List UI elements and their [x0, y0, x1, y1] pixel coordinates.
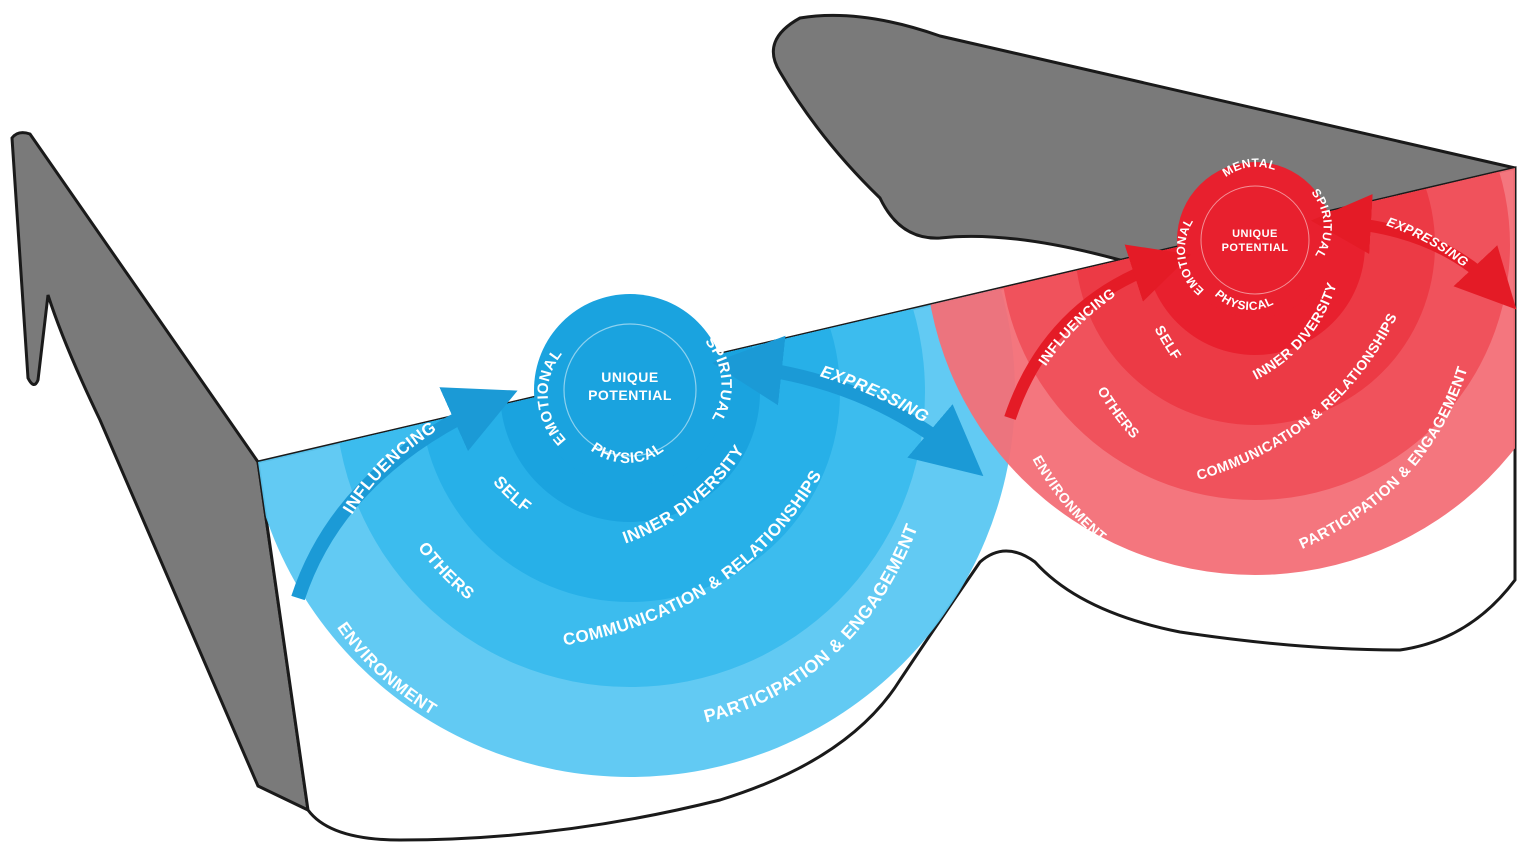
- blue-center-title-line2: POTENTIAL: [588, 387, 672, 403]
- svg-text:MENTAL: MENTAL: [594, 272, 666, 296]
- blue-center-title-line1: UNIQUE: [601, 369, 658, 385]
- blue-mental-label: MENTAL: [594, 272, 666, 296]
- red-unique-potential-disc: [1177, 162, 1333, 318]
- red-center-title-line1: UNIQUE: [1232, 228, 1278, 240]
- red-center-title-line2: POTENTIAL: [1222, 242, 1289, 254]
